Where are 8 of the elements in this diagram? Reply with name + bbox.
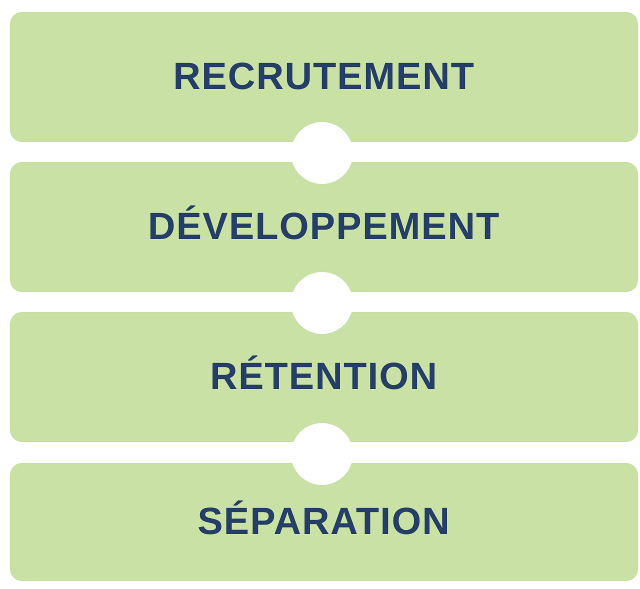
stage-label: RECRUTEMENT	[173, 54, 475, 100]
stage-box	[10, 162, 638, 292]
stage-label: SÉPARATION	[198, 499, 450, 544]
stage-label: DÉVELOPPEMENT	[148, 204, 500, 250]
stage-box	[10, 463, 638, 581]
stage-box	[10, 12, 638, 142]
stage-box	[10, 312, 638, 442]
stage-label: RÉTENTION	[210, 354, 438, 400]
